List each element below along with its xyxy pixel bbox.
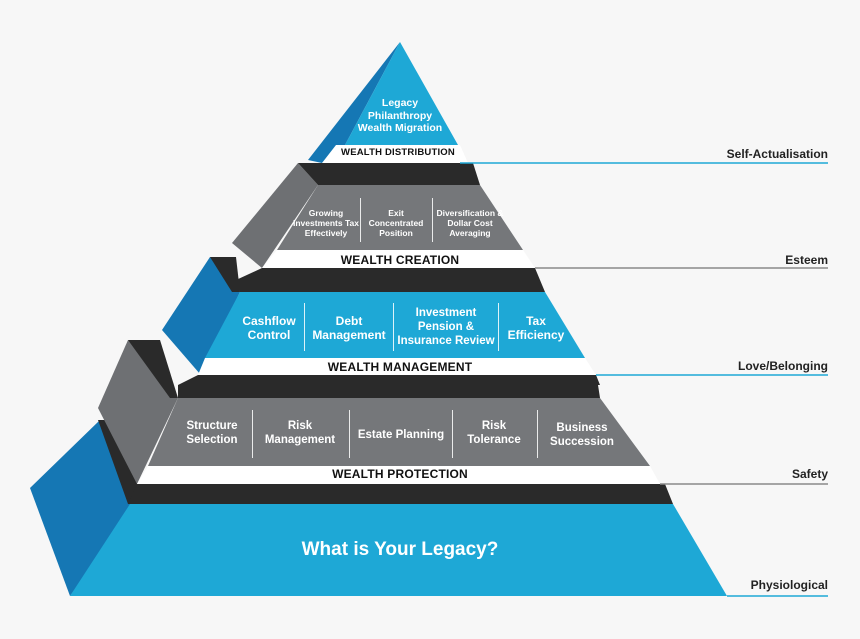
management-dark-band <box>178 375 600 385</box>
base-title: What is Your Legacy? <box>301 538 499 560</box>
apex-band <box>322 145 468 163</box>
protection-item-estate: Estate Planning <box>357 429 445 442</box>
management-band <box>198 358 596 375</box>
base-face <box>70 504 727 596</box>
protection-dark-strip <box>178 385 600 398</box>
protection-item-business-succession: Business Succession <box>550 422 614 448</box>
apex-face <box>345 42 458 145</box>
management-item-debt: Debt Management <box>312 313 386 342</box>
apex-side-face <box>308 42 400 163</box>
management-side-face <box>162 257 240 374</box>
protection-dark-band <box>128 484 673 504</box>
creation-side-face <box>232 163 318 268</box>
creation-separator-1 <box>360 198 361 242</box>
protection-face <box>148 398 650 466</box>
side-label-love-belonging: Love/Belonging <box>738 359 828 373</box>
protection-item-structure: Structure Selection <box>186 420 238 446</box>
creation-item-exit-concentrated: Exit Concentrated Position <box>368 207 424 239</box>
protection-item-risk-management: Risk Management <box>264 420 336 446</box>
management-face <box>205 292 585 358</box>
apex-items: Legacy Philanthropy Wealth Migration <box>350 90 450 142</box>
protection-separator-1 <box>252 410 253 458</box>
protection-top-step <box>128 340 178 398</box>
band-wealth-protection: WEALTH PROTECTION <box>332 467 468 481</box>
side-label-physiological: Physiological <box>750 578 828 592</box>
band-wealth-management: WEALTH MANAGEMENT <box>327 360 473 374</box>
management-item-investment-pension: Investment Pension & Insurance Review <box>397 307 495 347</box>
base-side-face <box>30 420 137 596</box>
management-item-cashflow: Cashflow Control <box>242 313 296 342</box>
management-separator-3 <box>498 303 499 351</box>
management-dark-strip <box>236 280 545 292</box>
creation-item-growing-investments: Growing Investments Tax Effectively <box>293 207 359 239</box>
protection-separator-4 <box>537 410 538 458</box>
creation-top-strip <box>298 163 480 185</box>
side-label-self-actualisation: Self-Actualisation <box>726 147 828 161</box>
creation-separator-2 <box>432 198 433 242</box>
band-wealth-distribution: WEALTH DISTRIBUTION <box>341 147 455 158</box>
band-wealth-creation: WEALTH CREATION <box>340 253 460 267</box>
management-top-step <box>210 257 240 292</box>
apex-item-legacy: Legacy <box>381 97 419 110</box>
apex-item-wealth-migration: Wealth Migration <box>357 122 443 135</box>
management-item-tax-efficiency: Tax Efficiency <box>507 313 565 342</box>
protection-item-risk-tolerance: Risk Tolerance <box>467 420 521 446</box>
protection-separator-2 <box>349 410 350 458</box>
side-label-safety: Safety <box>791 467 828 481</box>
creation-item-diversification: Diversification & Dollar Cost Averaging <box>436 207 504 239</box>
protection-separator-3 <box>452 410 453 458</box>
creation-face <box>277 185 523 250</box>
apex-item-philanthropy: Philanthropy <box>367 109 433 122</box>
management-separator-1 <box>304 303 305 351</box>
creation-band <box>262 250 535 268</box>
management-separator-2 <box>393 303 394 351</box>
side-label-esteem: Esteem <box>785 253 828 267</box>
creation-dark-band <box>236 268 540 280</box>
protection-band <box>137 466 660 484</box>
